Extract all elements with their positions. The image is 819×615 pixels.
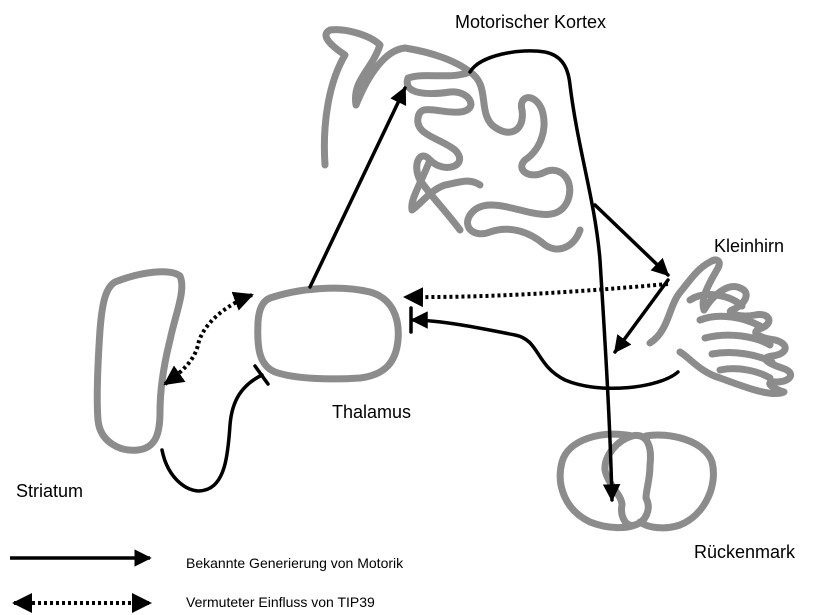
legend-dotted-label: Vermuteter Einfluss von TIP39 <box>186 594 375 610</box>
pathway-striatum-to-thalamus <box>162 375 262 491</box>
label-striatum: Striatum <box>16 481 83 502</box>
motor-cortex-shape <box>324 30 471 230</box>
label-cerebellum: Kleinhirn <box>714 236 784 257</box>
spinal-cord-outline <box>560 434 713 528</box>
label-motor-cortex: Motorischer Kortex <box>455 12 606 33</box>
legend-solid-label: Bekannte Generierung von Motorik <box>186 555 403 571</box>
label-spinal-cord: Rückenmark <box>694 542 795 563</box>
cerebellum-shape <box>650 260 791 394</box>
pathway-cerebellum-branch <box>615 280 668 352</box>
tip39-cerebellum-thalamus <box>405 284 668 297</box>
pathway-cerebellum-to-thalamus <box>412 320 678 388</box>
motor-cortex-gyri <box>468 72 580 249</box>
pathway-cortex-to-cerebellum <box>595 205 668 275</box>
label-thalamus: Thalamus <box>332 402 411 423</box>
striatum-shape <box>97 272 182 451</box>
thalamus-shape <box>258 288 399 379</box>
